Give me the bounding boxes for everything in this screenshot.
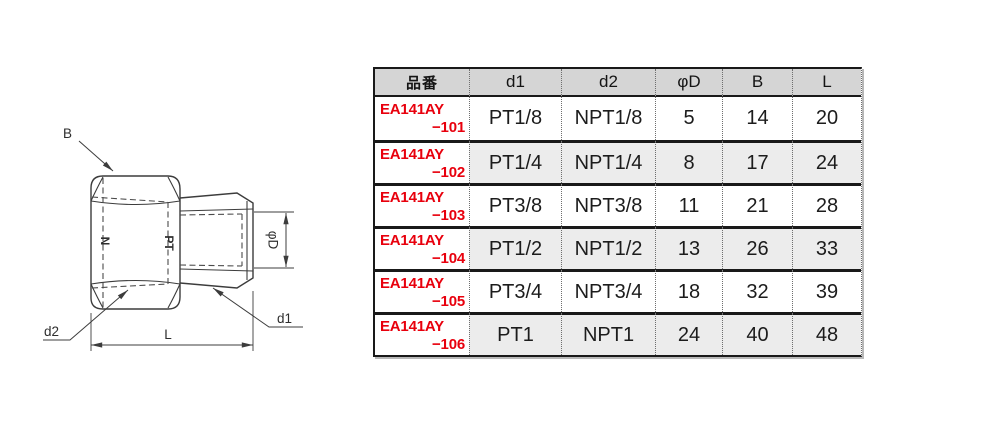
thread-mark-N: N — [98, 237, 112, 246]
part-number-cell: EA141AY −104 — [375, 226, 469, 269]
cell-d2: NPT3/8 — [561, 183, 655, 226]
cell-d2: NPT1/8 — [561, 97, 655, 140]
part-number-cell: EA141AY −105 — [375, 269, 469, 312]
cell-d2: NPT1/2 — [561, 226, 655, 269]
cell-phiD: 13 — [655, 226, 722, 269]
dimension-L — [90, 291, 254, 351]
cell-d2: NPT3/4 — [561, 269, 655, 312]
part-number-suffix: −104 — [432, 249, 465, 267]
cell-d2: NPT1 — [561, 312, 655, 355]
female-thread-hidden-lines — [91, 178, 243, 307]
cell-d1: PT1 — [469, 312, 561, 355]
part-number-cell: EA141AY −102 — [375, 140, 469, 183]
cell-B: 32 — [722, 269, 792, 312]
cell-d2: NPT1/4 — [561, 140, 655, 183]
hex-body — [90, 175, 181, 310]
spec-table: 品番 d1 d2 φD B L EA141AY −101 PT1/8 NPT1/… — [373, 67, 862, 357]
cell-d1: PT1/2 — [469, 226, 561, 269]
cell-d1: PT3/8 — [469, 183, 561, 226]
cell-L: 28 — [792, 183, 861, 226]
cell-L: 20 — [792, 97, 861, 140]
part-number-series: EA141AY — [380, 317, 444, 335]
cell-d1: PT1/4 — [469, 140, 561, 183]
part-number-suffix: −105 — [432, 292, 465, 310]
male-thread — [179, 192, 254, 289]
d1-leader-line — [212, 287, 303, 328]
cell-B: 17 — [722, 140, 792, 183]
part-number-suffix: −103 — [432, 206, 465, 224]
col-header-d1: d1 — [469, 69, 561, 97]
cell-phiD: 8 — [655, 140, 722, 183]
part-number-cell: EA141AY −103 — [375, 183, 469, 226]
cell-phiD: 18 — [655, 269, 722, 312]
part-number-series: EA141AY — [380, 145, 444, 163]
col-header-d2: d2 — [561, 69, 655, 97]
phiD-label: φD — [265, 231, 280, 250]
B-label: B — [63, 126, 72, 141]
cell-B: 21 — [722, 183, 792, 226]
dimension-phiD — [254, 211, 294, 269]
cell-L: 24 — [792, 140, 861, 183]
L-label: L — [164, 327, 172, 342]
cell-L: 33 — [792, 226, 861, 269]
cell-phiD: 24 — [655, 312, 722, 355]
B-leader-line — [78, 140, 114, 172]
part-number-series: EA141AY — [380, 231, 444, 249]
part-number-series: EA141AY — [380, 274, 444, 292]
cell-B: 14 — [722, 97, 792, 140]
part-number-cell: EA141AY −106 — [375, 312, 469, 355]
col-header-L: L — [792, 69, 861, 97]
cell-d1: PT3/4 — [469, 269, 561, 312]
thread-mark-PT: PT — [162, 235, 176, 251]
col-header-B: B — [722, 69, 792, 97]
part-number-suffix: −102 — [432, 163, 465, 181]
part-number-suffix: −106 — [432, 335, 465, 353]
part-number-cell: EA141AY −101 — [375, 97, 469, 140]
cell-L: 39 — [792, 269, 861, 312]
d1-label: d1 — [277, 311, 292, 326]
col-header-part: 品番 — [375, 69, 469, 97]
col-header-phiD: φD — [655, 69, 722, 97]
part-number-series: EA141AY — [380, 101, 444, 118]
cell-B: 40 — [722, 312, 792, 355]
cell-B: 26 — [722, 226, 792, 269]
fitting-diagram: φD L B d2 d1 N PT — [43, 126, 303, 351]
cell-phiD: 5 — [655, 97, 722, 140]
part-number-series: EA141AY — [380, 188, 444, 206]
cell-L: 48 — [792, 312, 861, 355]
d2-label: d2 — [44, 324, 59, 339]
cell-d1: PT1/8 — [469, 97, 561, 140]
d2-leader-line — [43, 289, 129, 341]
part-number-suffix: −101 — [432, 119, 465, 136]
cell-phiD: 11 — [655, 183, 722, 226]
